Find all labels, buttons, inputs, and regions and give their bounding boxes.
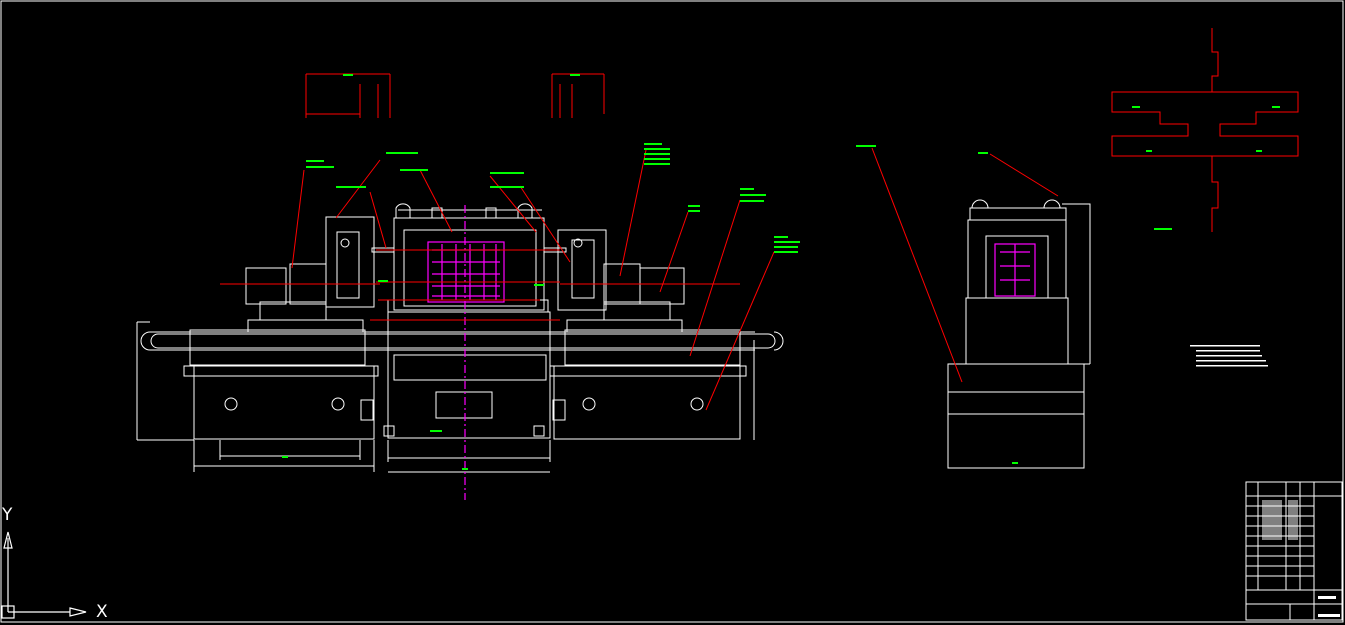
front-leaders <box>220 73 775 411</box>
front-view <box>136 203 784 473</box>
ucs-x-label: X <box>96 602 108 622</box>
ucs-y-label: Y <box>2 505 13 525</box>
side-view <box>947 199 1091 469</box>
workpiece-front <box>427 205 505 500</box>
workpiece-side <box>994 243 1036 297</box>
notes-block <box>1190 345 1268 367</box>
ucs-axes-icon <box>1 531 87 619</box>
section-detail <box>1111 28 1299 232</box>
front-labels <box>282 74 800 470</box>
side-leaders <box>871 147 1059 383</box>
